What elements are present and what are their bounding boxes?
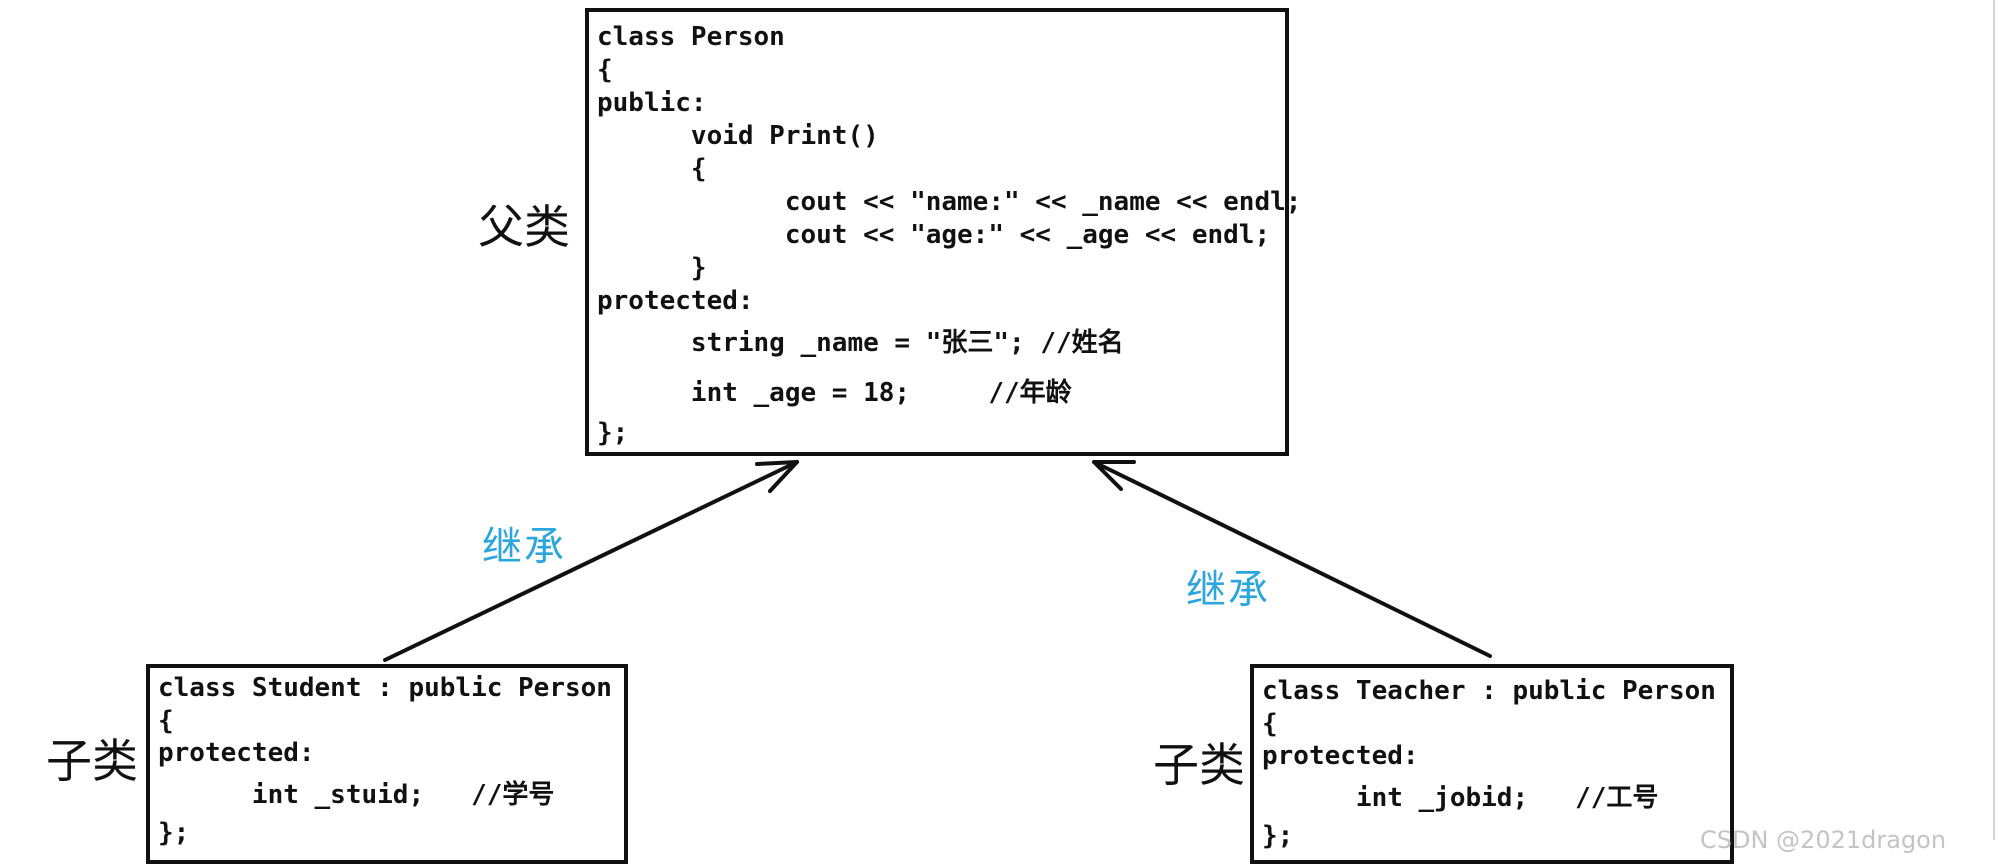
student-role-label: 子类 — [46, 734, 138, 788]
code-line: int _stuid; //学号 — [158, 780, 555, 810]
code-line: int _jobid; //工号 — [1262, 783, 1659, 813]
inheritance-arrows — [383, 460, 1492, 662]
code-line: { — [1262, 709, 1278, 739]
inheritance-diagram: class Person { public: void Print() { co… — [46, 0, 1995, 864]
parent-class-box: class Person { public: void Print() { co… — [585, 8, 1301, 456]
code-line: { — [597, 55, 613, 85]
code-line: public: — [597, 88, 707, 118]
page-edge — [1993, 0, 1995, 840]
code-line: protected: — [597, 286, 754, 316]
code-line: class Teacher : public Person — [1262, 676, 1716, 706]
code-line: }; — [158, 818, 190, 848]
watermark: CSDN @2021dragon — [1700, 826, 1947, 854]
student-inherit-label: 继承 — [482, 524, 566, 570]
code-line: cout << "name:" << _name << endl; — [597, 187, 1302, 217]
code-line: int _age = 18; //年龄 — [597, 378, 1072, 408]
code-line: }; — [597, 418, 629, 448]
student-to-person-arrow — [383, 460, 799, 662]
code-line: void Print() — [597, 121, 879, 151]
student-class-box: class Student : public Person { protecte… — [146, 664, 628, 864]
teacher-class-box: class Teacher : public Person { protecte… — [1250, 664, 1734, 864]
code-line: } — [597, 253, 707, 283]
code-line: }; — [1262, 821, 1294, 851]
code-line: cout << "age:" << _age << endl; — [597, 220, 1271, 250]
code-line: protected: — [158, 738, 315, 768]
code-line: protected: — [1262, 741, 1419, 771]
code-line: { — [158, 706, 174, 736]
parent-role-label: 父类 — [478, 200, 570, 254]
code-line: class Person — [597, 22, 785, 52]
teacher-to-person-arrow — [1092, 460, 1492, 658]
code-line: class Student : public Person — [158, 673, 612, 703]
code-line: string _name = "张三"; //姓名 — [597, 328, 1124, 358]
teacher-inherit-label: 继承 — [1186, 567, 1270, 613]
code-line: { — [597, 154, 707, 184]
teacher-role-label: 子类 — [1153, 738, 1245, 792]
